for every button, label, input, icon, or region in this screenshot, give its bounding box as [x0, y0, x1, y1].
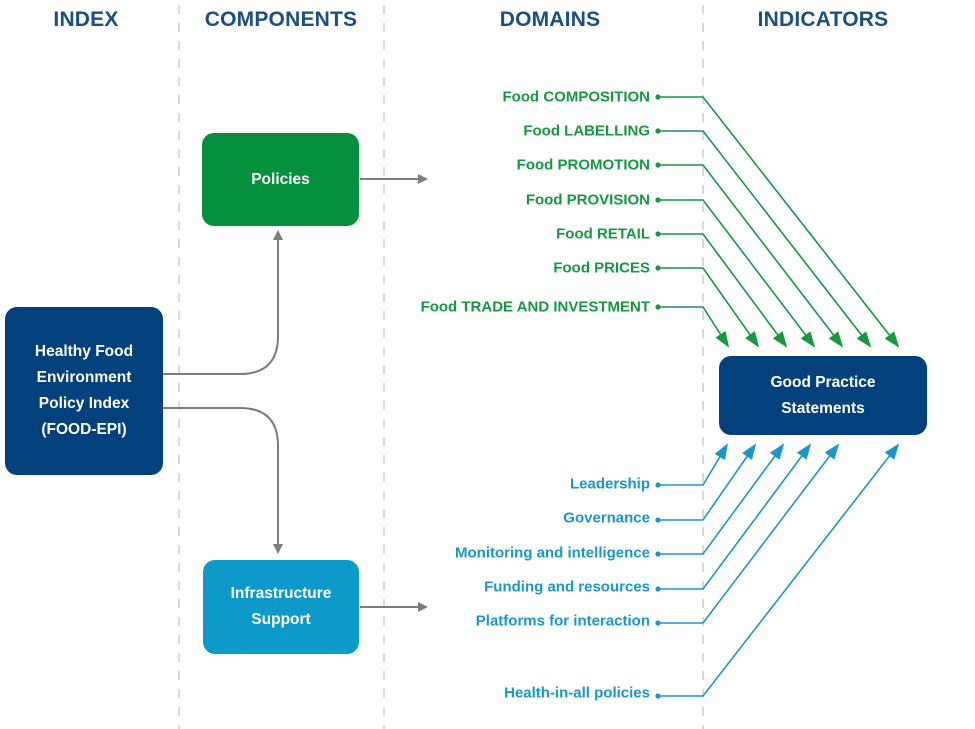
- component-box-label: Infrastructure: [230, 585, 332, 602]
- domain-label-food-retail: Food RETAIL: [556, 225, 650, 243]
- domain-label-funding-and-resources: Funding and resources: [484, 578, 650, 596]
- domain-label-food-labelling: Food LABELLING: [523, 122, 650, 140]
- component-box-policies[interactable]: Policies: [202, 133, 359, 226]
- domain-label-food-prices: Food PRICES: [553, 259, 650, 277]
- indicator-box-line: Good Practice: [770, 373, 876, 391]
- domain-label-leadership: Leadership: [569, 475, 650, 493]
- index-box-food-epi[interactable]: Healthy Food Environment Policy Index (F…: [5, 307, 163, 475]
- domain-label-governance: Governance: [563, 509, 650, 527]
- infrastructure-connector-line: [658, 443, 729, 486]
- domain-label-health-in-all-policies: Health-in-all policies: [504, 684, 650, 702]
- policy-connector-line: [658, 130, 872, 348]
- indicator-box-good-practice-statements[interactable]: Good Practice Statements: [719, 356, 927, 435]
- domain-label-monitoring-and-intelligence: Monitoring and intelligence: [455, 544, 650, 562]
- connector-index-to-policies: [163, 230, 283, 375]
- domain-label-food-provision: Food PROVISION: [525, 191, 650, 209]
- connector-index-to-infrastructure: [163, 407, 283, 554]
- domain-label-food-composition: Food COMPOSITION: [502, 88, 651, 106]
- policy-connector-line: [658, 267, 760, 348]
- infrastructure-domain-connectors: [655, 443, 900, 699]
- header-indicators: INDICATORS: [757, 8, 889, 31]
- header-index: INDEX: [53, 8, 119, 31]
- infrastructure-connector-line: [658, 443, 900, 697]
- domain-label-platforms-for-interaction: Platforms for interaction: [475, 612, 650, 630]
- indicator-box-line: Statements: [781, 399, 865, 417]
- infrastructure-connector-line: [658, 443, 812, 590]
- policy-connector-line: [658, 199, 816, 348]
- policy-connector-line: [658, 96, 900, 348]
- policy-connector-line: [658, 233, 788, 348]
- domain-label-food-promotion: Food PROMOTION: [516, 156, 650, 174]
- index-box-line: (FOOD-EPI): [41, 421, 127, 438]
- header-domains: DOMAINS: [499, 8, 601, 31]
- domain-label-food-trade-and-investment: Food TRADE AND INVESTMENT: [420, 298, 650, 316]
- component-box-label: Support: [251, 611, 311, 628]
- policy-connector-line: [658, 306, 730, 348]
- infrastructure-connector-line: [658, 443, 785, 555]
- index-box-line: Environment: [36, 369, 132, 386]
- policy-connector-line: [658, 164, 844, 348]
- infrastructure-connector-line: [658, 443, 840, 624]
- header-components: COMPONENTS: [204, 8, 358, 31]
- index-box-line: Healthy Food: [34, 343, 134, 360]
- component-box-label: Policies: [251, 170, 310, 188]
- component-box-infrastructure-support[interactable]: Infrastructure Support: [203, 560, 359, 654]
- index-box-line: Policy Index: [38, 395, 130, 412]
- infrastructure-connector-line: [658, 443, 757, 521]
- policy-domain-connectors: [655, 94, 900, 348]
